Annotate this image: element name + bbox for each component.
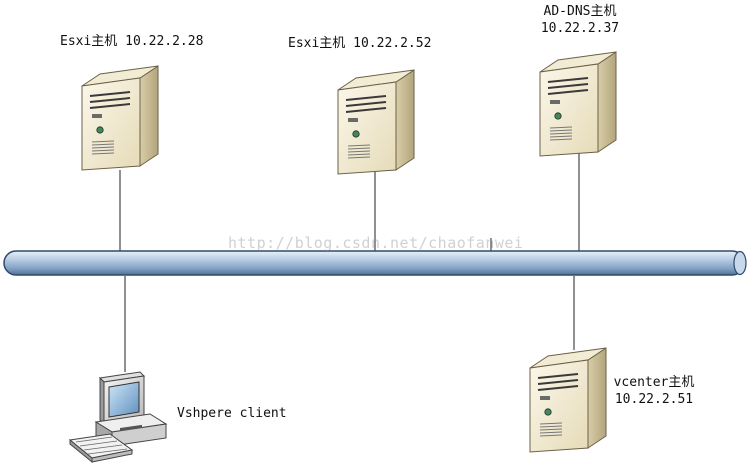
addns-label: AD-DNS主机 10.22.2.37 [528,3,632,37]
addns-ip: 10.22.2.37 [540,21,620,36]
watermark-text: http://blog.csdn.net/chaofanwei [228,234,524,252]
addns-server-icon [539,51,617,157]
esxi2-server-icon [337,69,415,175]
esxi2-label: Esxi主机 10.22.2.52 [288,36,432,51]
vcenter-server-icon [529,347,607,453]
esxi1-server-icon [81,65,159,171]
vcenter-title: vcenter主机 [613,375,695,390]
vcenter-ip: 10.22.2.51 [614,392,694,407]
esxi1-label: Esxi主机 10.22.2.28 [60,34,204,49]
network-bus-pipe [3,250,747,276]
client-computer-icon [68,371,168,464]
client-label: Vshpere client [177,406,287,421]
vcenter-label: vcenter主机 10.22.2.51 [602,374,706,408]
addns-title: AD-DNS主机 [543,4,617,19]
